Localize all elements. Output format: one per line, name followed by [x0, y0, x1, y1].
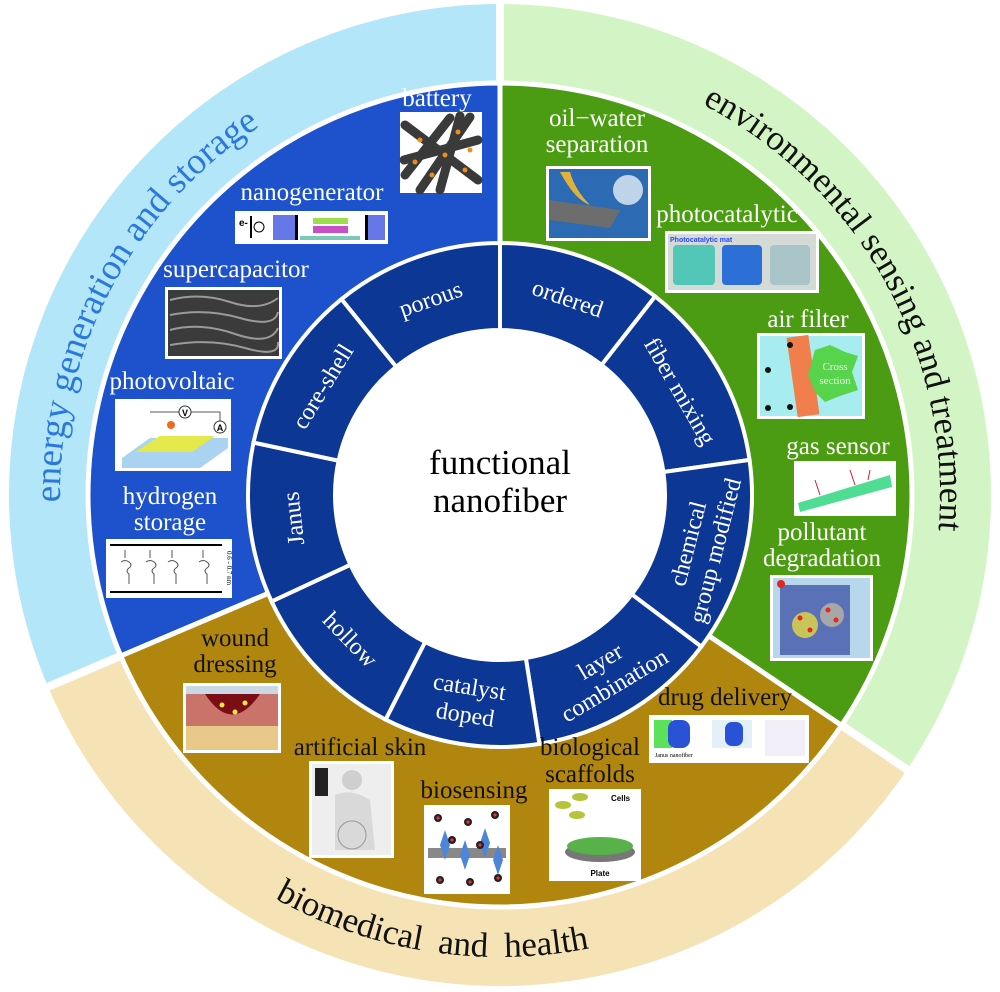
ammeter-text: A — [217, 423, 224, 433]
structure-segment: porous — [338, 240, 502, 370]
hydrogen-storage-label-1: hydrogen — [123, 483, 218, 510]
hydrogen-storage-image: 0.6 - 0.7 nm — [106, 539, 233, 598]
supercapacitor-label: supercapacitor — [163, 256, 309, 283]
app-battery: battery — [399, 85, 483, 195]
app-biosensing: biosensing — [421, 777, 528, 894]
air-filter-image: Cross section — [757, 333, 865, 419]
air-filter-section-text: section — [819, 375, 851, 387]
photocatalytic-label: photocatalytic — [656, 201, 798, 228]
scaffolds-image: Cells Plate — [549, 789, 641, 881]
app-artificial-skin: artificial skin — [294, 734, 427, 858]
voltmeter-text: V — [182, 408, 188, 418]
supercapacitor-image — [165, 287, 282, 359]
photovoltaic-image: V A — [115, 399, 231, 471]
app-supercapacitor: supercapacitor — [163, 256, 310, 359]
center-circle — [335, 330, 665, 660]
biosensing-label: biosensing — [421, 777, 528, 804]
air-filter-label: air filter — [767, 306, 849, 333]
oil-water-label-1: oil−water — [549, 105, 646, 132]
photovoltaic-label: photovoltaic — [110, 368, 235, 395]
oil-water-image — [546, 166, 651, 241]
app-hydrogen-storage: hydrogen storage 0.6 - 0.7 nm — [106, 483, 233, 598]
wound-dressing-label-2: dressing — [193, 651, 277, 678]
app-oil-water-separation: oil−water separation — [546, 105, 651, 241]
scaffolds-label-2: scaffolds — [545, 761, 635, 788]
center-title-line1: functional — [429, 443, 571, 482]
artificial-skin-image — [309, 761, 394, 858]
app-pollutant-degradation: pollutant degradation — [763, 519, 882, 661]
pollutant-label-1: pollutant — [778, 519, 867, 546]
app-wound-dressing: wound dressing — [183, 625, 281, 753]
drug-delivery-label: drug delivery — [658, 684, 792, 711]
scaffolds-label-1: biological — [540, 734, 640, 761]
structure-segment: fiber mixing — [598, 293, 752, 475]
app-photovoltaic: photovoltaic V A — [110, 368, 235, 471]
app-drug-delivery: drug delivery Janus nanofiber — [649, 684, 809, 763]
hydrogen-dimension-text: 0.6 - 0.7 nm — [225, 551, 233, 586]
nanogenerator-electron-text: e- — [239, 218, 248, 229]
app-biological-scaffolds: biological scaffolds Cells Plate — [540, 734, 641, 881]
sunlight-icon — [777, 580, 785, 588]
drug-delivery-image: Janus nanofiber — [649, 715, 809, 763]
center-title-line2: nanofiber — [433, 481, 567, 520]
app-nanogenerator: nanogenerator e- — [235, 179, 388, 244]
hydrogen-storage-label-2: storage — [134, 509, 206, 536]
biosensing-image — [424, 805, 510, 894]
drug-janus-text: Janus nanofiber — [655, 752, 693, 759]
photocatalytic-mat-text: Photocatalytic mat — [670, 237, 733, 244]
gas-sensor-image — [794, 461, 896, 516]
scaffold-cells-text: Cells — [611, 794, 631, 803]
oil-water-label-2: separation — [546, 131, 649, 158]
sun-icon — [167, 421, 175, 429]
pollutant-image — [770, 575, 873, 661]
pollutant-label-2: degradation — [763, 545, 882, 572]
app-gas-sensor: gas sensor — [786, 433, 896, 516]
air-filter-cross-text: Cross — [822, 361, 847, 373]
structure-segment: ordered — [498, 240, 658, 368]
battery-image — [399, 111, 483, 195]
artificial-skin-label: artificial skin — [294, 734, 427, 761]
gas-sensor-label: gas sensor — [786, 433, 890, 460]
app-air-filter: air filter Cross section — [757, 306, 865, 419]
battery-label: battery — [402, 85, 472, 112]
photocatalytic-image: Photocatalytic mat — [665, 231, 819, 293]
wound-dressing-label-1: wound — [201, 625, 270, 652]
nanogenerator-image: e- — [235, 211, 388, 244]
wound-dressing-image — [183, 683, 281, 753]
nanogenerator-label: nanogenerator — [241, 179, 385, 206]
scaffold-plate-text: Plate — [590, 869, 610, 878]
structure-label: Janus — [278, 490, 310, 546]
app-photocatalytic: photocatalytic Photocatalytic mat — [656, 201, 819, 293]
